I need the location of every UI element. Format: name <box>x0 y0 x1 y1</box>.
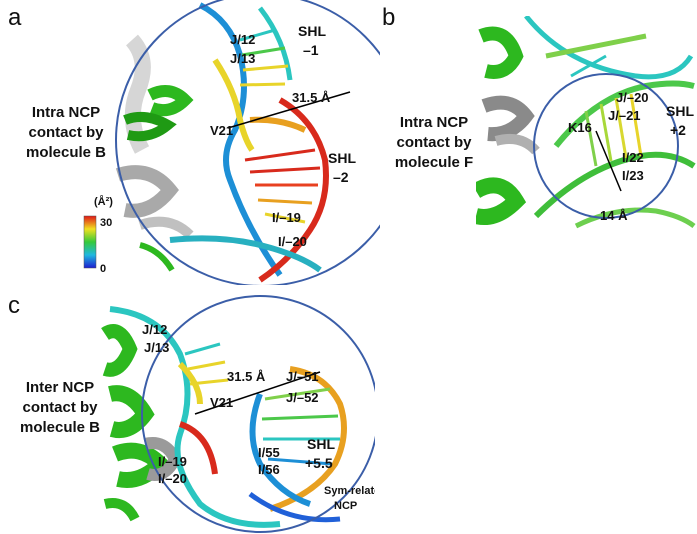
label-k16: K16 <box>568 120 592 135</box>
label-c-distance: 31.5 Å <box>227 369 266 384</box>
label-shl-c-b: +5.5 <box>305 455 333 471</box>
contact-circle <box>115 0 380 285</box>
colorbar-unit: (Å²) <box>94 195 113 208</box>
label-c-i19: I/–19 <box>158 454 187 469</box>
label-i19: I/–19 <box>272 210 301 225</box>
label-shl-1b: –1 <box>303 42 319 58</box>
distance-line-c <box>194 371 321 415</box>
dna-backbones <box>169 2 329 283</box>
label-shl-2b: –2 <box>333 169 349 185</box>
colorbar-max: 30 <box>100 217 112 229</box>
panel-a-caption: Intra NCP contact by molecule B <box>25 104 107 161</box>
label-i22: I/22 <box>622 150 644 165</box>
label-j-20: J/–20 <box>616 90 649 105</box>
label-distance-b: 14 Å <box>600 208 628 223</box>
dna-base-rungs-b <box>570 54 643 167</box>
distance-line-b <box>595 130 622 192</box>
label-i56: I/56 <box>258 462 280 477</box>
colorbar-min: 0 <box>100 263 106 275</box>
colorbar: (Å²) 30 0 <box>83 195 113 275</box>
panel-b-caption: Intra NCP contact by molecule F <box>394 114 474 171</box>
panel-a-letter: a <box>8 4 22 31</box>
label-shl-c-a: SHL <box>307 436 335 452</box>
label-shl-b-a: SHL <box>666 103 694 119</box>
label-i20: I/–20 <box>278 234 307 249</box>
label-c-j12: J/12 <box>142 322 167 337</box>
label-shl-b-b: +2 <box>670 122 686 138</box>
panel-a-structure: J/12 J/13 SHL –1 31.5 Å V21 SHL –2 I/–19… <box>83 0 380 285</box>
panel-c-letter: c <box>8 292 20 319</box>
label-sym-ncp: NCP <box>334 500 357 512</box>
panel-c-caption: Inter NCP contact by molecule B <box>19 379 101 436</box>
label-j-52: J/–52 <box>286 390 319 405</box>
dna-backbones-c <box>109 306 347 528</box>
histone-helices-c <box>101 324 182 522</box>
histone-helices-green <box>123 85 194 272</box>
label-distance: 31.5 Å <box>292 90 331 105</box>
panel-b-letter: b <box>382 4 396 31</box>
label-i23: I/23 <box>622 168 644 183</box>
panel-b-structure: J/–20 J/–21 SHL +2 K16 I/22 I/23 14 Å <box>476 16 696 229</box>
label-j13: J/13 <box>230 51 255 66</box>
label-shl-2a: SHL <box>328 150 356 166</box>
dna-base-rungs-c <box>184 342 340 466</box>
label-c-j13: J/13 <box>144 340 169 355</box>
histone-helices-b <box>476 26 540 225</box>
label-i55: I/55 <box>258 445 280 460</box>
contact-circle-c <box>141 295 375 533</box>
label-j-51: J/–51 <box>286 369 319 384</box>
dna-backbones-b <box>524 16 696 229</box>
distance-line <box>227 91 351 129</box>
label-j-21: J/–21 <box>608 108 641 123</box>
contact-circle-b <box>533 73 679 219</box>
label-shl-1a: SHL <box>298 23 326 39</box>
dna-base-rungs <box>239 28 321 224</box>
label-c-v21: V21 <box>210 395 233 410</box>
label-j12: J/12 <box>230 32 255 47</box>
label-sym-related: Sym-related <box>324 485 375 497</box>
panel-c-structure: J/12 J/13 31.5 Å V21 J/–51 J/–52 I/–19 I… <box>101 295 375 533</box>
label-c-i20: I/–20 <box>158 471 187 486</box>
label-v21: V21 <box>210 123 233 138</box>
